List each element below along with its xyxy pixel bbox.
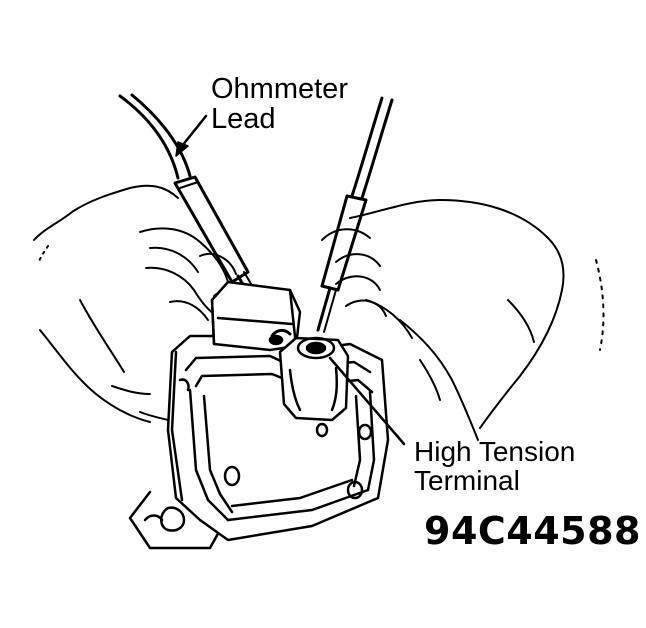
high-tension-terminal-label: High Tension Terminal [414, 437, 575, 496]
ohmmeter-lead-label-line1: Ohmmeter [211, 73, 348, 105]
ohmmeter-lead-arrowhead [176, 142, 188, 156]
high-tension-terminal-label-line1: High Tension [414, 436, 576, 467]
right-lead-wire [352, 98, 392, 198]
ohmmeter-lead-label-line2: Lead [211, 103, 276, 136]
left-hand [34, 186, 246, 422]
leader-lines [176, 116, 404, 444]
left-lead-wire [120, 95, 190, 178]
high-tension-terminal-label-line2: Terminal [414, 465, 520, 497]
ohmmeter-lead-leader [182, 116, 206, 146]
right-hand [322, 200, 603, 440]
figure-code: 94C44588 [424, 509, 641, 553]
right-probe [318, 196, 366, 332]
ohmmeter-lead-label: Ohmmeter Lead [211, 74, 348, 135]
ignition-coil [130, 282, 388, 548]
high-tension-leader [330, 358, 404, 444]
